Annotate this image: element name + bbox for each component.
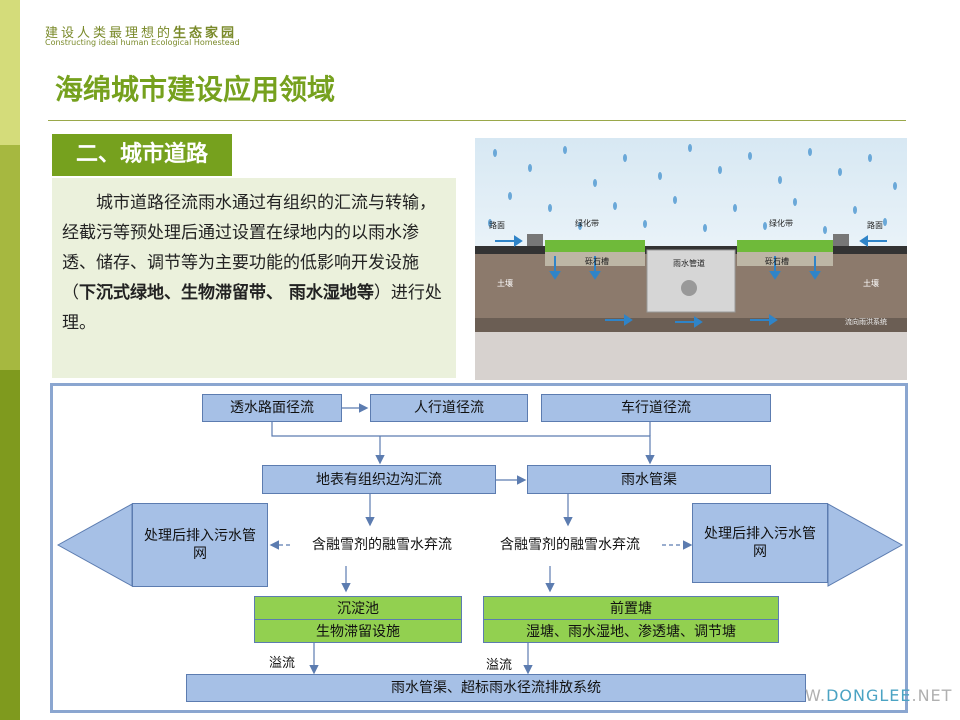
node-snowmelt-left: 含融雪剂的融雪水弃流 — [292, 534, 472, 556]
illus-label-soil-right: 土壤 — [863, 278, 879, 288]
watermark-suffix: .NET — [911, 686, 953, 705]
title-divider — [48, 120, 906, 121]
section-tag: 二、城市道路 — [52, 134, 232, 176]
illus-label-green-right: 绿化带 — [769, 218, 793, 228]
page-title: 海绵城市建设应用领域 — [55, 73, 336, 106]
slogan-part-2: 生态家园 — [173, 26, 238, 41]
description-box: 城市道路径流雨水通过有组织的汇流与转输，经截污等预处理后通过设置在绿地内的以雨水… — [52, 178, 456, 378]
description-bold: 下沉式绿地、生物滞留带、 雨水湿地等 — [79, 283, 374, 303]
node-sidewalk-runoff: 人行道径流 — [370, 394, 528, 422]
node-wetland-list: 湿塘、雨水湿地、渗透塘、调节塘 — [483, 619, 779, 643]
road-cross-section-illustration: 路面 绿化带 砾石槽 土壤 雨水管道 绿化带 路面 砾石槽 土壤 流向雨洪系统 — [475, 138, 907, 380]
description-text: 城市道路径流雨水通过有组织的汇流与转输，经截污等预处理后通过设置在绿地内的以雨水… — [62, 193, 436, 303]
node-roadway-runoff: 车行道径流 — [541, 394, 771, 422]
slogan-chinese: 建设人类最理想的生态家园 — [45, 22, 237, 41]
right-outflow-arrow — [827, 503, 904, 587]
slogan-part-1: 建设人类最理想的 — [45, 26, 174, 41]
left-outflow-arrow — [56, 503, 133, 587]
illus-label-gravel-right: 砾石槽 — [765, 256, 789, 266]
decor-strip-bottom — [0, 370, 20, 720]
node-permeable-runoff: 透水路面径流 — [202, 394, 342, 422]
raindrops — [488, 144, 897, 234]
illus-label-flow: 流向雨洪系统 — [845, 317, 887, 326]
node-drainage-system: 雨水管渠、超标雨水径流排放系统 — [186, 674, 806, 702]
illus-label-soil-left: 土壤 — [497, 278, 513, 288]
node-bio-retention: 生物滞留设施 — [254, 619, 462, 643]
slogan-english: Constructing ideal human Ecological Home… — [45, 38, 240, 47]
illus-label-pipe: 雨水管道 — [673, 258, 705, 268]
node-pre-pond: 前置塘 — [483, 596, 779, 620]
flowchart-frame — [50, 383, 908, 713]
watermark-accent: DONGLEE — [826, 686, 912, 705]
illus-label-road-left: 路面 — [489, 220, 505, 230]
node-sediment-pond: 沉淀池 — [254, 596, 462, 620]
node-snowmelt-right: 含融雪剂的融雪水弃流 — [480, 534, 660, 556]
overflow-label-left: 溢流 — [269, 652, 296, 671]
node-treated-sewer-right: 处理后排入污水管网 — [692, 503, 828, 583]
illus-label-road-right: 路面 — [867, 220, 883, 230]
description-tail: ）进行处理。 — [62, 283, 442, 333]
decor-strip-middle — [0, 145, 20, 370]
watermark-prefix: W. — [805, 686, 827, 705]
node-treated-sewer-left: 处理后排入污水管网 — [132, 503, 268, 587]
watermark: W.DONGLEE.NET — [805, 686, 952, 705]
illus-label-gravel-left: 砾石槽 — [585, 256, 609, 266]
node-rain-pipe: 雨水管渠 — [527, 465, 771, 494]
node-surface-ditch: 地表有组织边沟汇流 — [262, 465, 496, 494]
decor-strip-top — [0, 0, 20, 145]
overflow-label-right: 溢流 — [486, 654, 513, 673]
illus-label-green-left: 绿化带 — [575, 218, 599, 228]
